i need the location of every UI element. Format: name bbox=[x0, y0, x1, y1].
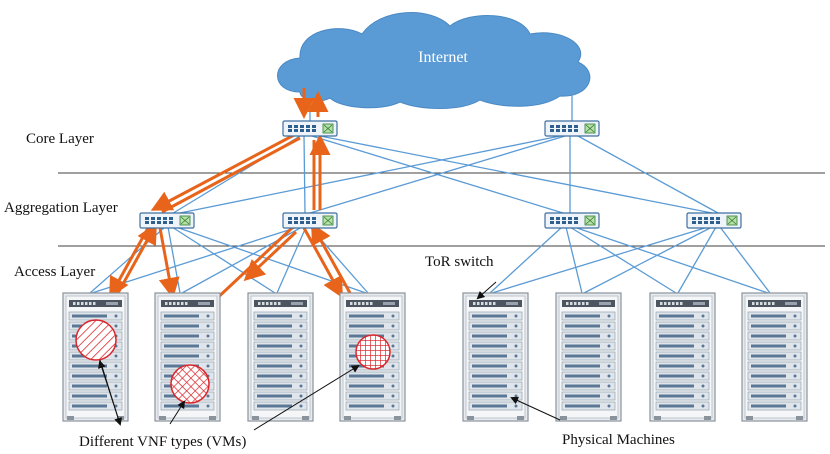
aggregation-layer-label: Aggregation Layer bbox=[4, 200, 118, 216]
vnf-type-a-circle bbox=[75, 319, 117, 361]
core-aggregation-links bbox=[169, 135, 719, 216]
server-rack-8 bbox=[741, 292, 808, 422]
traffic-flow bbox=[109, 88, 352, 305]
aggregation-switch-4 bbox=[686, 212, 742, 229]
tor-switch bbox=[748, 300, 801, 307]
core-switch-2 bbox=[544, 120, 600, 137]
tor-switch bbox=[254, 300, 307, 307]
tor-switch bbox=[69, 300, 122, 307]
vnf-type-c-circle bbox=[355, 334, 391, 370]
server-rack-6 bbox=[555, 292, 622, 422]
tor-switch bbox=[469, 300, 522, 307]
physical-machines-label: Physical Machines bbox=[562, 432, 675, 448]
core-layer-label: Core Layer bbox=[26, 131, 94, 147]
vnf-type-b-circle bbox=[170, 364, 210, 404]
tor-switch bbox=[656, 300, 709, 307]
tor-switch bbox=[346, 300, 399, 307]
internet-label: Internet bbox=[418, 49, 468, 66]
aggregation-switch-3 bbox=[544, 212, 600, 229]
server-rack-7 bbox=[649, 292, 716, 422]
aggregation-switch-2 bbox=[282, 212, 338, 229]
server-rack-5 bbox=[462, 292, 529, 422]
internet-cloud: Internet bbox=[277, 12, 591, 109]
core-switch-1 bbox=[282, 120, 338, 137]
annotation-leaders bbox=[98, 281, 561, 431]
access-layer-label: Access Layer bbox=[14, 264, 95, 280]
aggregation-switch-1 bbox=[139, 212, 195, 229]
tor-switch bbox=[562, 300, 615, 307]
server-rack-3 bbox=[247, 292, 314, 422]
vnf-types-label: Different VNF types (VMs) bbox=[79, 434, 246, 450]
tor-switch-label: ToR switch bbox=[425, 254, 494, 270]
tor-switch bbox=[161, 300, 214, 307]
